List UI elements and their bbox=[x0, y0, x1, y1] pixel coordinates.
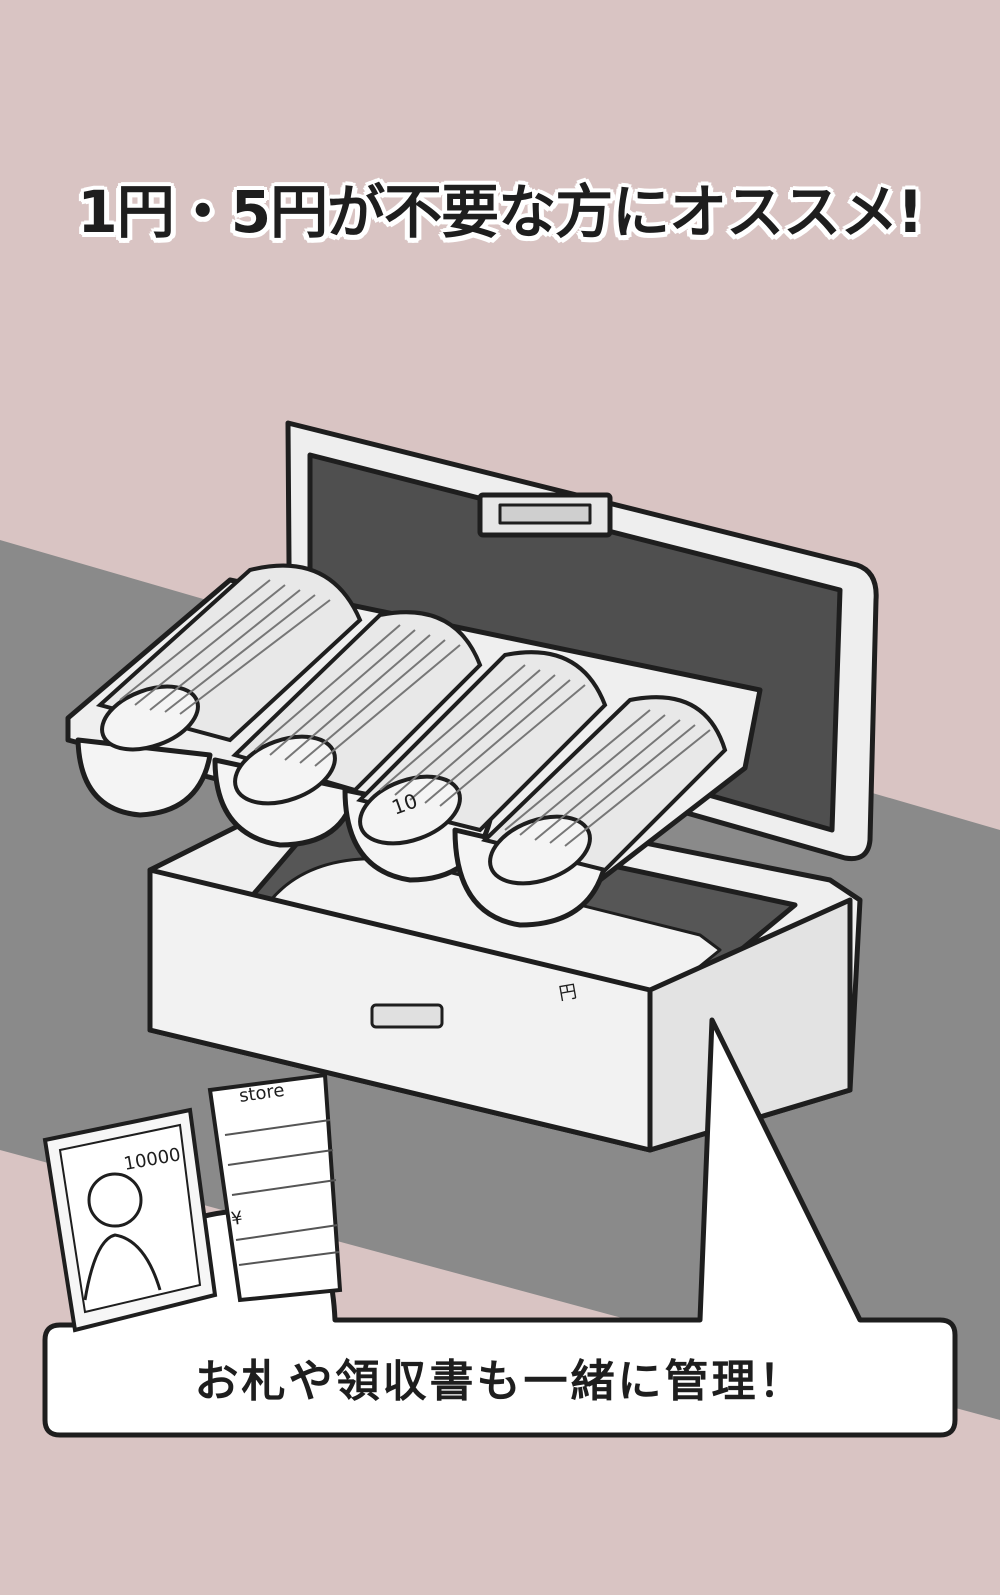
banknote-value-small: 円 bbox=[557, 981, 578, 1005]
banknote-icon: 10000 bbox=[42, 1107, 218, 1333]
receipt-yen: ¥ bbox=[230, 1208, 244, 1230]
coin-stack-2 bbox=[231, 610, 483, 806]
callout-bubble bbox=[42, 1017, 958, 1438]
receipt-icon: store ¥ bbox=[207, 1072, 343, 1303]
coin-stack-3: 10 bbox=[356, 650, 608, 846]
headline: 1円・5円が不要な方にオススメ! bbox=[77, 178, 923, 246]
coin-stack-4 bbox=[481, 695, 728, 886]
coin-stack-1 bbox=[95, 563, 363, 752]
callout-text: お札や領収書も一緒に管理！ bbox=[194, 1356, 806, 1407]
